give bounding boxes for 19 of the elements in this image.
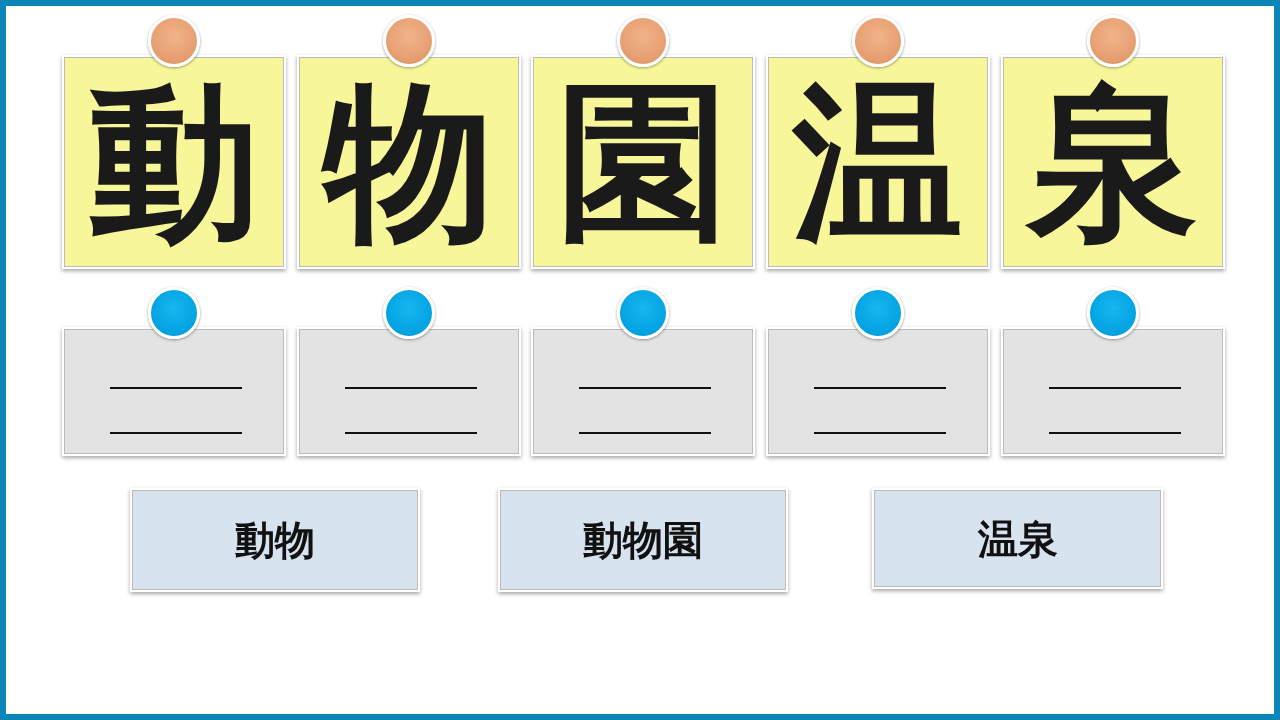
- kanji-character: 温: [793, 77, 963, 247]
- letter-card: [766, 55, 990, 269]
- word-label: 動物: [235, 520, 315, 560]
- answer-card: [531, 327, 755, 456]
- word-card: [130, 488, 420, 592]
- letter-card: [1001, 55, 1225, 269]
- word-card: [498, 488, 788, 592]
- letter-card: [62, 55, 286, 269]
- word-card: [872, 488, 1163, 589]
- word-label: 温泉: [977, 518, 1058, 559]
- answer-card: [766, 327, 990, 456]
- letter-card: [531, 55, 755, 269]
- answer-card: [297, 327, 521, 456]
- word-label: 動物園: [583, 520, 703, 560]
- kanji-character: 動: [89, 77, 259, 247]
- answer-card: [1001, 327, 1225, 456]
- answer-card: [62, 327, 286, 456]
- kanji-character: 園: [558, 77, 728, 247]
- letter-card: [297, 55, 521, 269]
